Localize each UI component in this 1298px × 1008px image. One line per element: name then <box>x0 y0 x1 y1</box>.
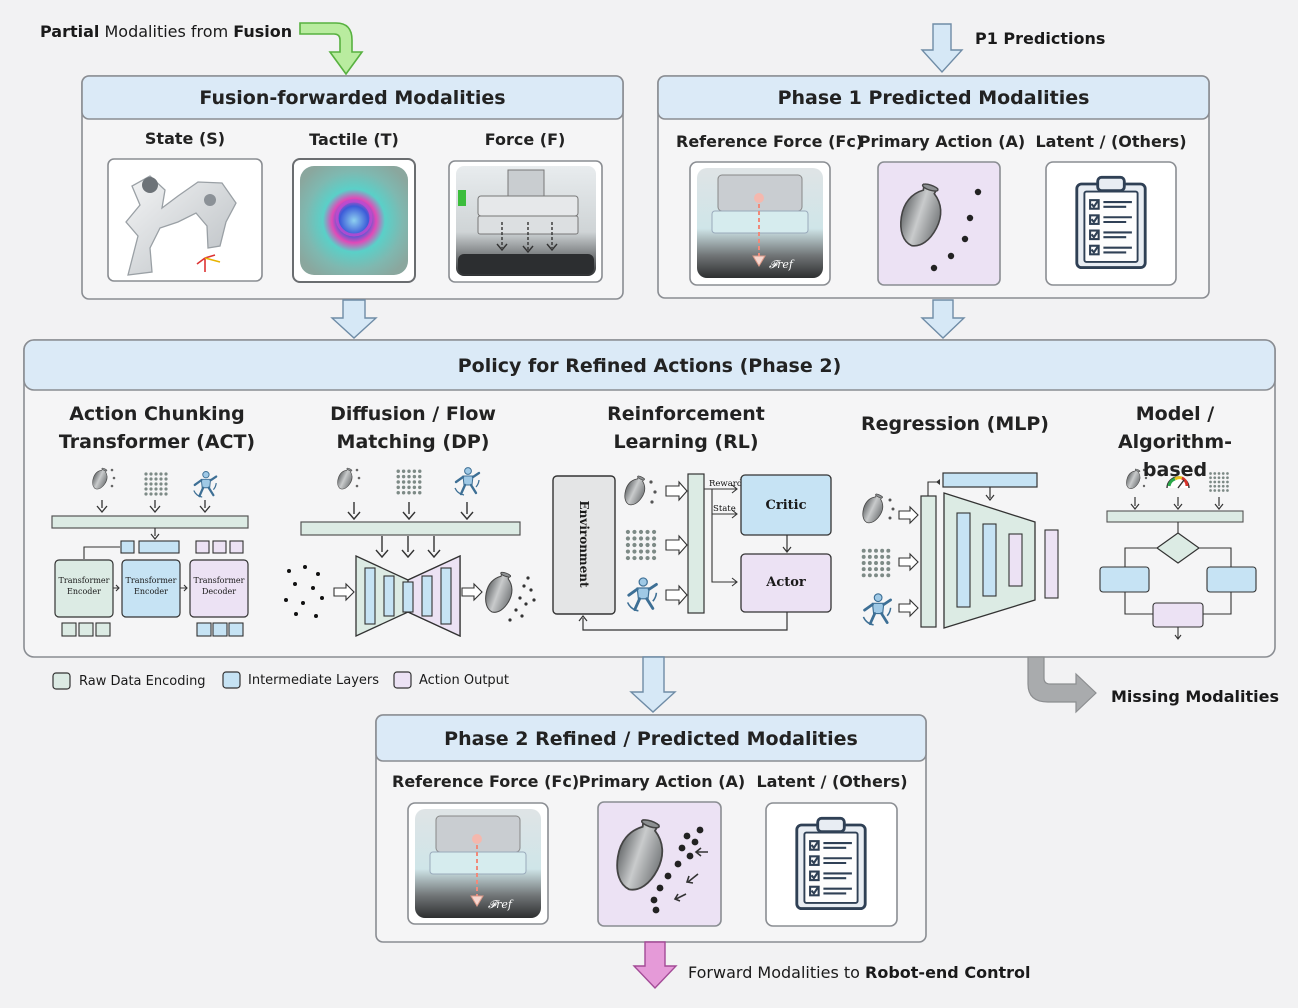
phase2-primary-action-label: Primary Action (A) <box>578 772 746 791</box>
critic-label: Critic <box>765 498 807 513</box>
tactile-label: Tactile (T) <box>309 130 399 149</box>
modalities-from-text: Modalities from <box>99 22 234 41</box>
policy-box-title: Policy for Refined Actions (Phase 2) <box>457 355 842 377</box>
phase1-primary-action-label: Primary Action (A) <box>858 132 1026 151</box>
tactile-image <box>292 158 416 283</box>
legend-swatch-intermediate <box>222 671 241 689</box>
state-robot-image <box>107 158 263 282</box>
method-dp-title: Diffusion / Flow Matching (DP) <box>305 400 521 456</box>
algorithm-diagram <box>1099 466 1257 640</box>
primary-action-image-p2 <box>597 801 722 927</box>
legend-raw-label: Raw Data Encoding <box>79 674 206 689</box>
method-dp-line2: Matching (DP) <box>336 431 490 453</box>
legend-swatch-output <box>393 671 412 689</box>
fusion-word: Fusion <box>233 22 293 41</box>
phase2-latent-label: Latent / (Others) <box>756 772 908 791</box>
method-act-line1: Action Chunking <box>69 403 245 425</box>
mlp-diagram <box>858 472 1059 629</box>
robot-end-control-text: Robot-end Control <box>865 963 1031 982</box>
actor-label: Actor <box>766 575 806 590</box>
act-diagram <box>51 465 249 637</box>
bottom-caption: Forward Modalities to Robot-end Control <box>688 963 1030 982</box>
phase1-down-arrow-icon <box>920 299 966 339</box>
act-block-decoder: Transformer Decoder <box>193 576 245 596</box>
force-sensor-image <box>448 160 603 283</box>
legend-swatch-raw <box>52 672 71 690</box>
act-block-encoder-2: Transformer Encoder <box>125 576 177 596</box>
legend-output-label: Action Output <box>419 673 510 688</box>
method-rl-line1: Reinforcement <box>607 403 765 425</box>
force-symbol-label-p2: 𝓕ref <box>488 898 514 911</box>
method-algo-line1: Model / <box>1135 403 1215 425</box>
rl-diagram: Reward State <box>552 472 832 631</box>
state-label: State <box>713 504 736 514</box>
method-rl-title: Reinforcement Learning (RL) <box>578 400 794 456</box>
gauge-icon <box>1166 476 1190 489</box>
reference-force-image <box>689 161 831 286</box>
phase2-box-title: Phase 2 Refined / Predicted Modalities <box>444 728 858 750</box>
p1-predictions-label: P1 Predictions <box>975 29 1106 48</box>
missing-modalities-label: Missing Modalities <box>1111 687 1279 706</box>
phase1-box-title: Phase 1 Predicted Modalities <box>777 87 1090 109</box>
missing-arrow-icon <box>1027 656 1097 714</box>
method-dp-line1: Diffusion / Flow <box>330 403 496 425</box>
method-algo-line2: Algorithm-based <box>1117 431 1233 481</box>
policy-down-arrow-icon <box>629 656 677 713</box>
state-label: State (S) <box>144 129 226 148</box>
clipboard-icon <box>1075 175 1147 270</box>
top-left-caption: Partial Modalities from Fusion <box>40 22 292 41</box>
fusion-down-arrow-icon <box>330 299 378 339</box>
reference-force-image-p2 <box>407 802 549 925</box>
act-block-encoder-1: Transformer Encoder <box>58 576 110 596</box>
method-mlp-title: Regression (MLP) <box>852 410 1058 438</box>
method-mlp-line1: Regression (MLP) <box>860 413 1049 435</box>
phase1-latent-label: Latent / (Others) <box>1035 132 1187 151</box>
p1-down-arrow-icon <box>920 23 964 74</box>
phase2-ref-force-label: Reference Force (Fc) <box>392 772 580 791</box>
method-algo-title: Model / Algorithm-based <box>1086 400 1264 484</box>
forward-modalities-text: Forward Modalities to <box>688 963 866 982</box>
pink-down-arrow-icon <box>632 941 678 990</box>
force-symbol-label-p1: 𝓕ref <box>769 258 795 271</box>
green-arrow-icon <box>299 22 364 76</box>
reward-label: Reward <box>709 479 743 489</box>
fusion-box-title: Fusion-forwarded Modalities <box>199 87 506 109</box>
environment-label: Environment <box>577 500 591 588</box>
latent-clipboard-image-p2 <box>765 802 898 927</box>
method-rl-line2: Learning (RL) <box>613 431 759 453</box>
force-label: Force (F) <box>484 130 566 149</box>
method-act-title: Action Chunking Transformer (ACT) <box>52 400 262 456</box>
partial-word: Partial <box>40 22 100 41</box>
legend-intermediate-label: Intermediate Layers <box>248 673 380 688</box>
latent-clipboard-image <box>1045 161 1177 286</box>
dp-diagram <box>284 465 536 638</box>
method-act-line2: Transformer (ACT) <box>58 431 256 453</box>
primary-action-image <box>877 161 1001 286</box>
phase1-ref-force-label: Reference Force (Fc) <box>676 132 864 151</box>
